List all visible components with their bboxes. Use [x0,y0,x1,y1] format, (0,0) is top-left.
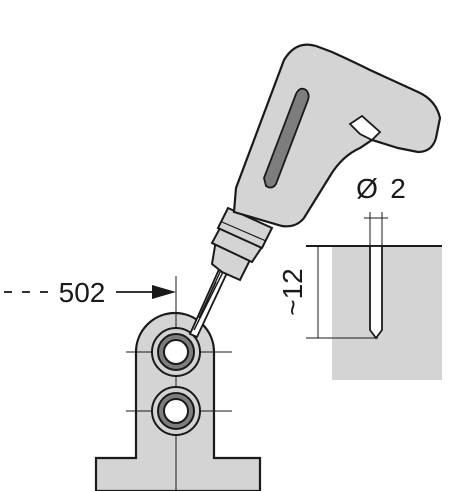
drill-grip-slot [263,87,310,189]
hinge-bracket [94,296,262,491]
depth-label: ~12 [277,268,308,316]
drilled-hole [369,245,383,340]
drill-body [232,43,442,228]
distance-dimension: 502 [4,276,177,308]
lower-hole [151,386,201,436]
diameter-symbol: Ø [356,173,378,204]
drill-chuck [210,206,274,282]
diameter-value: 2 [390,173,406,204]
drill-icon [188,43,442,339]
upper-hole [151,327,201,377]
drill-trigger [348,114,382,142]
section-block [332,246,442,380]
distance-label: 502 [59,277,106,308]
hole-section-detail: Ø 2 ~12 [277,173,442,380]
